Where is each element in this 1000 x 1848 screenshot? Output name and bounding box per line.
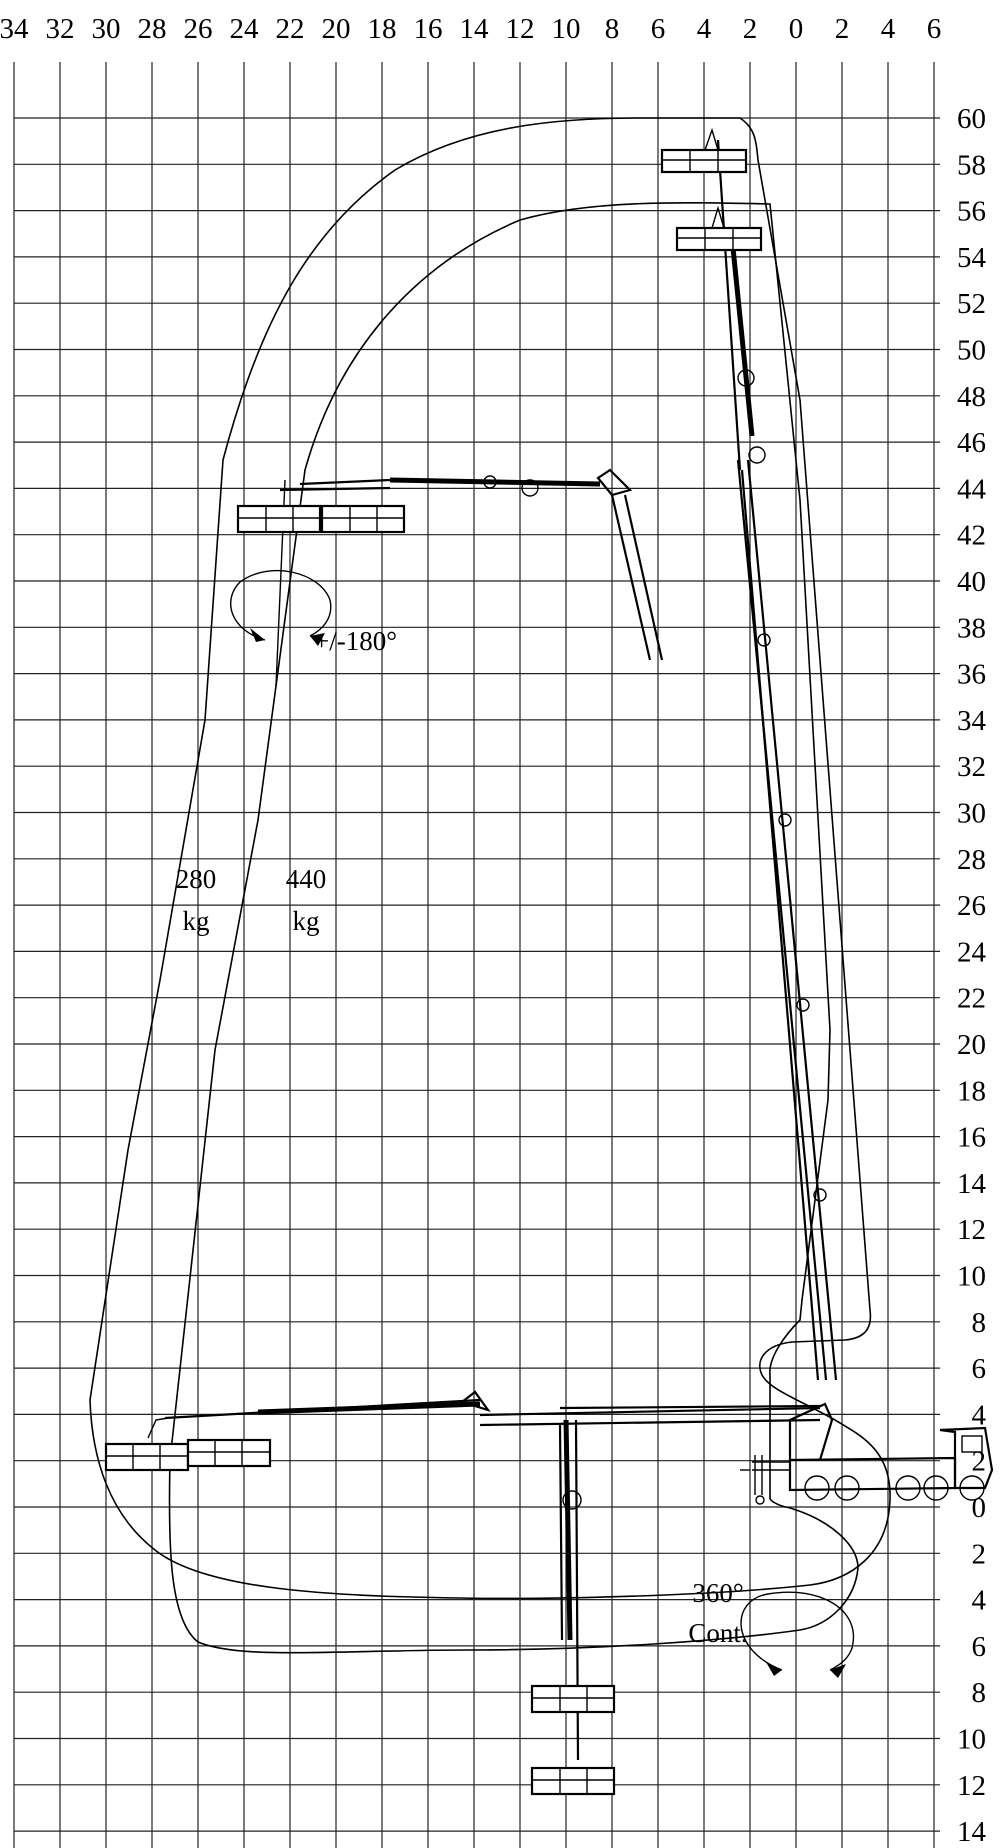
y-tick-label: 24 — [957, 936, 987, 968]
x-tick-label: 24 — [230, 13, 260, 45]
x-tick-label: 16 — [414, 13, 443, 45]
outer-envelope-280kg — [89, 117, 891, 1600]
basket-rotation-label: +/-180° — [314, 626, 397, 656]
y-tick-label: 36 — [957, 659, 986, 691]
y-tick-label: 8 — [972, 1677, 987, 1709]
y-tick-label: 48 — [957, 381, 986, 413]
grid — [13, 62, 940, 1848]
y-tick-label: 0 — [972, 1492, 987, 1524]
y-tick-label: 4 — [972, 1399, 987, 1431]
load-inner-unit: kg — [293, 906, 320, 936]
y-tick-label: 6 — [972, 1631, 987, 1663]
y-tick-label: 30 — [957, 798, 986, 830]
y-tick-label: 2 — [972, 1446, 987, 1478]
basket-below-upper — [530, 1684, 616, 1714]
y-tick-label: 34 — [957, 705, 987, 737]
boom-vertical-max — [716, 139, 838, 1381]
x-tick-label: 6 — [927, 13, 942, 45]
load-outer-value: 280 — [176, 864, 217, 894]
y-tick-label: 10 — [957, 1261, 986, 1293]
y-tick-label: 18 — [957, 1075, 986, 1107]
x-tick-label: 22 — [276, 13, 305, 45]
y-tick-label: 2 — [972, 1538, 987, 1570]
y-tick-label: 14 — [957, 1168, 987, 1200]
load-outer-unit: kg — [183, 906, 210, 936]
x-tick-label: 28 — [138, 13, 167, 45]
y-tick-label: 44 — [957, 473, 987, 505]
y-tick-label: 22 — [957, 983, 986, 1015]
truck — [752, 1402, 994, 1505]
basket-top-upper — [660, 127, 748, 174]
inner-envelope-440kg — [168, 201, 859, 1654]
y-tick-label: 32 — [957, 751, 986, 783]
y-tick-label: 14 — [957, 1816, 987, 1848]
x-tick-label: 2 — [835, 13, 850, 45]
x-tick-label: 30 — [92, 13, 121, 45]
y-tick-label: 52 — [957, 288, 986, 320]
x-tick-label: 34 — [0, 13, 29, 45]
y-tick-label: 12 — [957, 1214, 986, 1246]
turret-rotation-value: 360° — [692, 1578, 743, 1608]
boom-horizontal-low — [147, 1390, 821, 1439]
x-tick-label: 8 — [605, 13, 620, 45]
x-tick-label: 14 — [460, 13, 490, 45]
y-tick-label: 60 — [957, 103, 986, 135]
basket-high-2 — [320, 504, 406, 534]
y-tick-label: 26 — [957, 890, 986, 922]
x-tick-label: 4 — [697, 13, 712, 45]
turret-rotation-arrow — [740, 1591, 855, 1678]
x-tick-label: 4 — [881, 13, 896, 45]
basket-rotation-arrow — [230, 569, 332, 646]
y-tick-label: 40 — [957, 566, 986, 598]
y-tick-label: 8 — [972, 1307, 987, 1339]
basket-low-far — [104, 1442, 190, 1472]
y-tick-label: 46 — [957, 427, 986, 459]
basket-high-1 — [236, 504, 322, 534]
y-tick-label: 12 — [957, 1770, 986, 1802]
basket-below-lower — [530, 1766, 616, 1796]
y-tick-label: 16 — [957, 1122, 986, 1154]
x-tick-label: 2 — [743, 13, 758, 45]
x-tick-label: 26 — [184, 13, 213, 45]
x-tick-label: 10 — [552, 13, 581, 45]
x-tick-label: 0 — [789, 13, 804, 45]
y-tick-label: 54 — [957, 242, 987, 274]
y-tick-label: 20 — [957, 1029, 986, 1061]
x-tick-label: 12 — [506, 13, 535, 45]
y-tick-label: 50 — [957, 335, 986, 367]
boom-horizontal-high — [275, 468, 664, 687]
basket-top-lower — [675, 205, 763, 252]
x-tick-label: 6 — [651, 13, 666, 45]
y-tick-label: 38 — [957, 612, 986, 644]
load-inner-value: 440 — [286, 864, 327, 894]
y-tick-label: 58 — [957, 149, 986, 181]
y-axis-tick-labels: 6058565452504846444240383634323028262422… — [957, 103, 987, 1848]
x-tick-label: 18 — [368, 13, 397, 45]
y-tick-label: 28 — [957, 844, 986, 876]
y-tick-label: 10 — [957, 1724, 986, 1756]
x-tick-label: 20 — [322, 13, 351, 45]
y-tick-label: 56 — [957, 196, 986, 228]
x-tick-label: 32 — [46, 13, 75, 45]
basket-low-near — [186, 1438, 272, 1468]
y-tick-label: 42 — [957, 520, 986, 552]
y-tick-label: 6 — [972, 1353, 987, 1385]
turret-rotation-text: Cont. — [688, 1618, 747, 1648]
y-tick-label: 4 — [972, 1585, 987, 1617]
